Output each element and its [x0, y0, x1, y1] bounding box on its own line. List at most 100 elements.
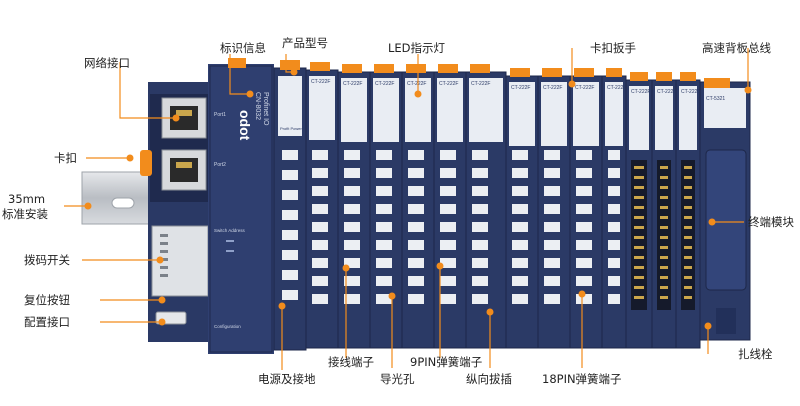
spring-terminal [472, 294, 488, 304]
label-spring-18pin: 18PIN弹簧端子 [542, 372, 622, 386]
io-module: CT-222F [625, 72, 653, 349]
spring-terminal [408, 150, 424, 160]
label-dip-switch: 拨码开关 [24, 253, 70, 267]
id-label-panel [309, 76, 335, 140]
spring-terminal [472, 240, 488, 250]
label-network-port: 网络接口 [84, 56, 130, 70]
spring-terminal [408, 258, 424, 268]
spring-terminal [576, 240, 592, 250]
io-module-model: CT-222F [311, 79, 330, 85]
spring-terminal [408, 276, 424, 286]
io-module: CT-222F [305, 62, 339, 349]
spring-terminal [312, 204, 328, 214]
spring-terminal [344, 240, 360, 250]
io-module: CT-222F [433, 64, 467, 349]
switch-address-label: Switch Address [214, 228, 246, 233]
label-clip: 卡扣 [54, 151, 77, 165]
spring-terminal [544, 240, 560, 250]
label-light-guide: 导光孔 [380, 372, 415, 386]
top-latch [228, 58, 246, 68]
coupler-front [208, 58, 274, 354]
spring-terminal [344, 222, 360, 232]
spring-terminal [472, 168, 488, 178]
latch-lever [374, 64, 394, 73]
id-label-panel [341, 78, 367, 142]
spring-terminal [312, 168, 328, 178]
spring-terminal [608, 204, 620, 214]
latch-lever [342, 64, 362, 73]
latch-lever [438, 64, 458, 73]
latch-lever [310, 62, 330, 71]
spring-terminal [544, 204, 560, 214]
spring-terminal [344, 168, 360, 178]
spring-terminal [376, 294, 392, 304]
spring-terminal [608, 258, 620, 268]
spring-terminal [344, 204, 360, 214]
io-module-model: CT-222F [657, 89, 676, 95]
spring-terminal [544, 276, 560, 286]
id-label-panel [655, 86, 673, 150]
io-module: CT-222F [569, 68, 603, 349]
spring-terminal [512, 294, 528, 304]
label-vertical-plug: 纵向拔插 [466, 372, 512, 386]
spring-terminal [344, 294, 360, 304]
spring-terminal [544, 186, 560, 196]
spring-terminal [512, 204, 528, 214]
latch-lever [680, 72, 696, 81]
callout-dots [84, 68, 752, 330]
io-module: CT-222F [465, 64, 507, 349]
label-wiring-terminal: 接线端子 [328, 355, 374, 369]
rj45-port-2 [161, 149, 207, 191]
spring-terminal [472, 204, 488, 214]
label-spring-9pin: 9PIN弹簧端子 [410, 355, 483, 369]
spring-terminal [312, 150, 328, 160]
spring-terminal [376, 186, 392, 196]
io-module-model: CT-222F [543, 85, 562, 91]
io-module-model: CT-222F [631, 89, 650, 95]
latch-lever [630, 72, 648, 81]
latch-lever [574, 68, 594, 77]
id-label-panel [541, 82, 567, 146]
id-label-panel [679, 86, 697, 150]
spring-terminal [576, 204, 592, 214]
spring-terminal [512, 168, 528, 178]
port-1-label: Port1 [214, 112, 226, 118]
spring-terminal [440, 294, 456, 304]
spring-terminal [440, 276, 456, 286]
spring-terminal [440, 222, 456, 232]
spring-terminal [344, 186, 360, 196]
latch-lever [542, 68, 562, 77]
io-module: CT-222F [675, 72, 701, 349]
spring-terminal [376, 168, 392, 178]
label-led-indicator: LED指示灯 [388, 41, 446, 55]
label-id-info: 标识信息 [220, 41, 266, 55]
spring-terminal [512, 240, 528, 250]
io-module: CT-222F [337, 64, 371, 349]
end-module-model: CT-5321 [706, 96, 725, 102]
label-terminal-module: 终端模块 [748, 215, 794, 229]
spring-terminal [344, 258, 360, 268]
io-module-model: CT-222F [343, 81, 362, 87]
spring-terminal [544, 150, 560, 160]
label-latch-lever: 卡扣扳手 [590, 41, 636, 55]
label-reset-button: 复位按钮 [24, 293, 70, 307]
spring-terminal [512, 276, 528, 286]
clip-latch [140, 150, 152, 176]
spring-terminal [408, 222, 424, 232]
spring-terminal [608, 240, 620, 250]
io-module: CT-222F [369, 64, 403, 349]
id-label-panel [509, 82, 535, 146]
end-module [699, 78, 751, 341]
spring-terminal [376, 258, 392, 268]
id-label-panel [629, 86, 649, 150]
spring-terminal [472, 222, 488, 232]
label-din-rail-1: 35mm [8, 192, 46, 206]
spring-terminal [512, 222, 528, 232]
spring-terminal [472, 150, 488, 160]
spring-terminal [408, 204, 424, 214]
label-power-ground: 电源及接地 [258, 372, 316, 386]
spring-terminal [512, 186, 528, 196]
spring-terminal [312, 240, 328, 250]
spring-terminal [576, 168, 592, 178]
id-label-panel [469, 78, 503, 142]
